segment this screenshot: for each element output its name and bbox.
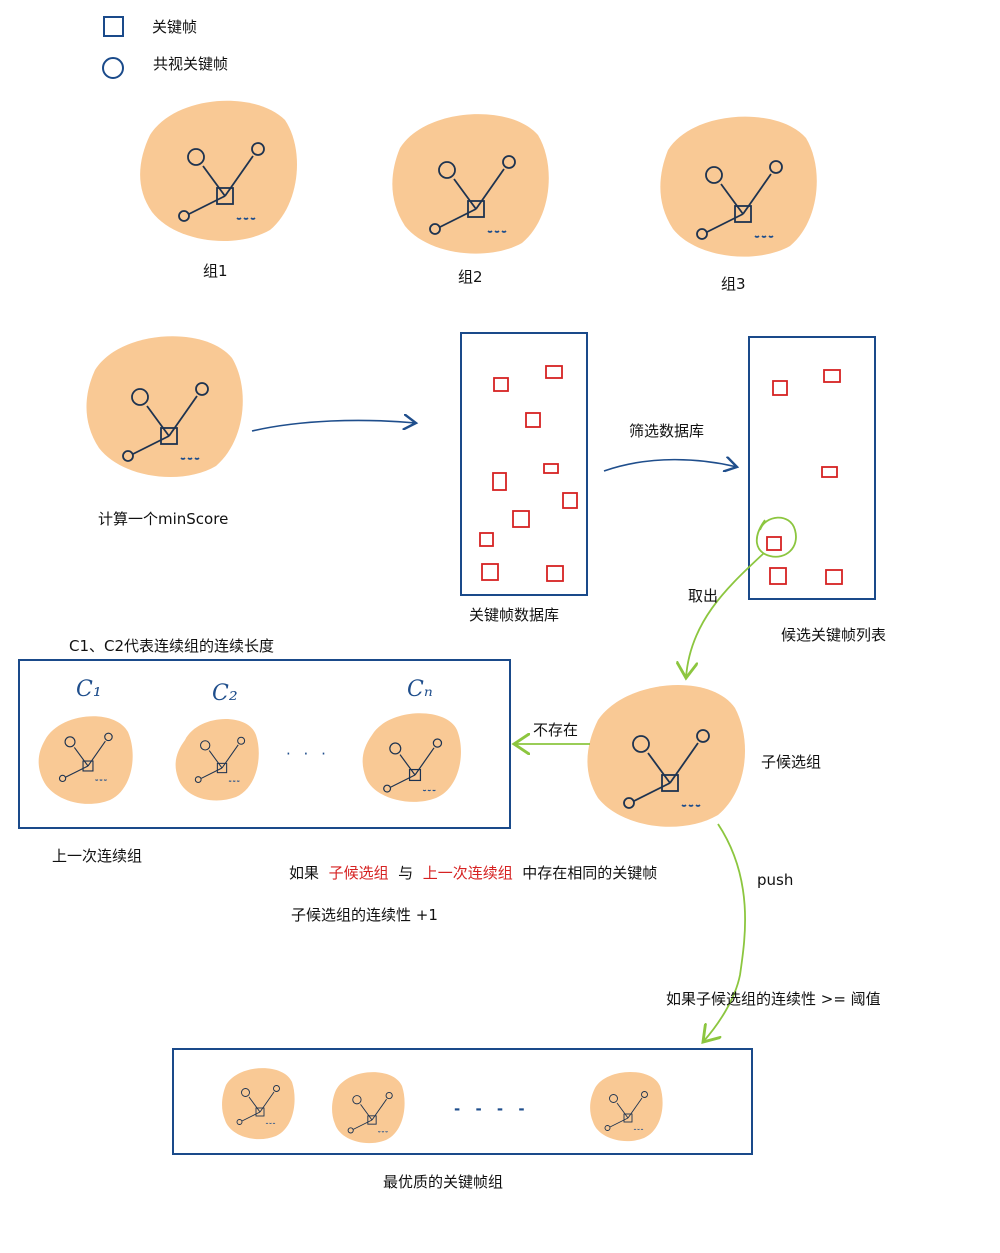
- best-group-ellipsis: - - - -: [454, 1100, 530, 1118]
- not-exist-label: 不存在: [533, 721, 579, 739]
- previous-continuous-group-box: [18, 659, 511, 829]
- group-1-blob: [140, 100, 297, 242]
- arrow-to-database: [251, 420, 416, 432]
- continuity-ellipsis: · · ·: [286, 745, 330, 763]
- compute-min-score-label: 计算一个minScore: [98, 510, 229, 528]
- arrow-to-candidates: [603, 460, 737, 471]
- prev-group-cn: [362, 713, 461, 802]
- best-group-3: [590, 1071, 663, 1142]
- rule-suffix: 中存在相同的关键帧: [522, 864, 658, 882]
- c2-mark: C₂: [212, 681, 238, 706]
- best-keyframe-group-label: 最优质的关键帧组: [383, 1173, 504, 1191]
- filter-database-label: 筛选数据库: [629, 422, 705, 440]
- increment-label: 子候选组的连续性 +1: [291, 906, 438, 924]
- legend-keyframe-icon: [103, 16, 124, 37]
- legend-covisible-icon: [102, 57, 124, 79]
- candidate-keyframes: [766, 369, 843, 585]
- database-keyframes: [479, 365, 578, 582]
- rule-term-sub-group: 子候选组: [328, 864, 389, 882]
- cn-mark: Cₙ: [407, 677, 433, 702]
- candidate-list-label: 候选关键帧列表: [781, 626, 887, 644]
- arrow-take-out: [686, 552, 765, 678]
- group-2-blob: [392, 114, 549, 254]
- legend-covisible-label: 共视关键帧: [153, 55, 229, 73]
- best-group-2: [332, 1072, 405, 1144]
- compute-group-blob: [86, 336, 243, 478]
- best-keyframe-group-box: [172, 1048, 753, 1155]
- rule-term-prev-group: 上一次连续组: [422, 864, 513, 882]
- c1-mark: C₁: [76, 677, 102, 702]
- prev-group-c1: [38, 716, 133, 804]
- prev-group-c2: [175, 719, 259, 801]
- threshold-label: 如果子候选组的连续性 >= 阈值: [666, 990, 881, 1008]
- database-label: 关键帧数据库: [469, 606, 560, 624]
- push-label: push: [757, 871, 794, 889]
- sub-candidate-group-blob: [587, 685, 746, 827]
- legend-keyframe-label: 关键帧: [152, 18, 198, 36]
- rule-conj: 与: [398, 864, 414, 882]
- arrow-push: [703, 823, 746, 1042]
- group-1-label: 组1: [203, 262, 228, 280]
- sub-candidate-group-label: 子候选组: [761, 753, 822, 771]
- group-3-blob: [660, 116, 817, 257]
- candidate-list-box: [748, 336, 876, 600]
- keyframe-database-box: [460, 332, 588, 596]
- selected-candidate-highlight: [756, 516, 797, 558]
- previous-group-label: 上一次连续组: [52, 847, 143, 865]
- take-out-label: 取出: [688, 587, 719, 605]
- group-3-label: 组3: [721, 275, 746, 293]
- group-2-label: 组2: [458, 268, 483, 286]
- rule-prefix: 如果: [289, 864, 320, 882]
- best-group-1: [222, 1068, 295, 1140]
- rule-text: 如果 子候选组 与 上一次连续组 中存在相同的关键帧: [289, 864, 657, 882]
- continuity-caption: C1、C2代表连续组的连续长度: [69, 637, 275, 655]
